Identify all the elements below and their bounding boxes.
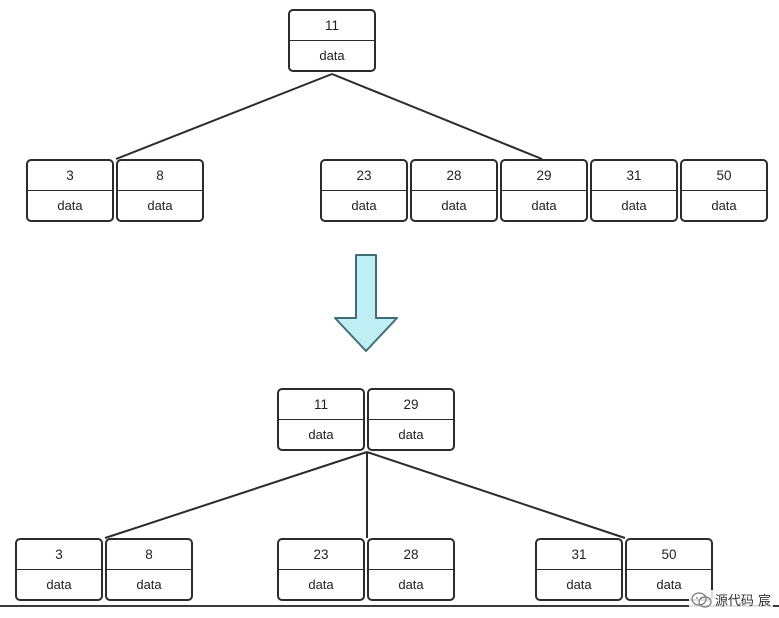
watermark-text: 源代码 宸	[714, 594, 771, 609]
edge-before-root-right	[331, 73, 543, 160]
node-entry: 28 data	[367, 538, 455, 601]
watermark: 源代码 宸	[688, 590, 773, 609]
entry-value: data	[398, 577, 424, 592]
entry-key: 28	[412, 161, 496, 191]
edge-after-root-right	[366, 451, 626, 539]
wechat-icon	[691, 591, 712, 608]
node-entry: 29 data	[500, 159, 588, 222]
entry-value: data	[308, 577, 334, 592]
entry-key: 29	[502, 161, 586, 191]
node-entry: 3 data	[26, 159, 114, 222]
node-entry: 50 data	[625, 538, 713, 601]
node-entry: 31 data	[590, 159, 678, 222]
entry-value: data	[351, 198, 377, 213]
entry-key: 29	[369, 390, 453, 420]
node-entry: 11 data	[277, 388, 365, 451]
node-entry: 31 data	[535, 538, 623, 601]
entry-value: data	[566, 577, 592, 592]
down-arrow-icon	[334, 254, 398, 352]
edge-after-root-left	[104, 451, 368, 539]
entry-value: data	[621, 198, 647, 213]
entry-key: 23	[279, 540, 363, 570]
after-left-child-node: 3 data 8 data	[15, 538, 193, 601]
entry-value: data	[136, 577, 162, 592]
entry-key: 31	[592, 161, 676, 191]
entry-value: data	[441, 198, 467, 213]
entry-key: 50	[627, 540, 711, 570]
entry-key: 11	[290, 11, 374, 41]
entry-key: 31	[537, 540, 621, 570]
node-entry: 28 data	[410, 159, 498, 222]
entry-key: 50	[682, 161, 766, 191]
entry-key: 28	[369, 540, 453, 570]
node-entry: 50 data	[680, 159, 768, 222]
footer-bar	[0, 605, 779, 618]
node-entry: 23 data	[277, 538, 365, 601]
before-left-child-node: 3 data 8 data	[26, 159, 204, 222]
entry-value: data	[656, 577, 682, 592]
entry-value: data	[147, 198, 173, 213]
node-entry: 23 data	[320, 159, 408, 222]
entry-key: 23	[322, 161, 406, 191]
entry-key: 8	[107, 540, 191, 570]
entry-key: 11	[279, 390, 363, 420]
node-entry: 8 data	[116, 159, 204, 222]
entry-value: data	[711, 198, 737, 213]
entry-value: data	[319, 48, 345, 63]
node-entry: 8 data	[105, 538, 193, 601]
entry-key: 3	[28, 161, 112, 191]
entry-key: 3	[17, 540, 101, 570]
node-entry: 11 data	[288, 9, 376, 72]
node-entry: 3 data	[15, 538, 103, 601]
node-entry: 29 data	[367, 388, 455, 451]
entry-value: data	[531, 198, 557, 213]
entry-value: data	[46, 577, 72, 592]
entry-key: 8	[118, 161, 202, 191]
entry-value: data	[57, 198, 83, 213]
after-root-node: 11 data 29 data	[277, 388, 455, 451]
before-root-node: 11 data	[288, 9, 376, 72]
entry-value: data	[308, 427, 334, 442]
edge-before-root-left	[115, 73, 333, 160]
before-right-child-node: 23 data 28 data 29 data 31 data 50 data	[320, 159, 768, 222]
after-right-child-node: 31 data 50 data	[535, 538, 713, 601]
after-middle-child-node: 23 data 28 data	[277, 538, 455, 601]
entry-value: data	[398, 427, 424, 442]
